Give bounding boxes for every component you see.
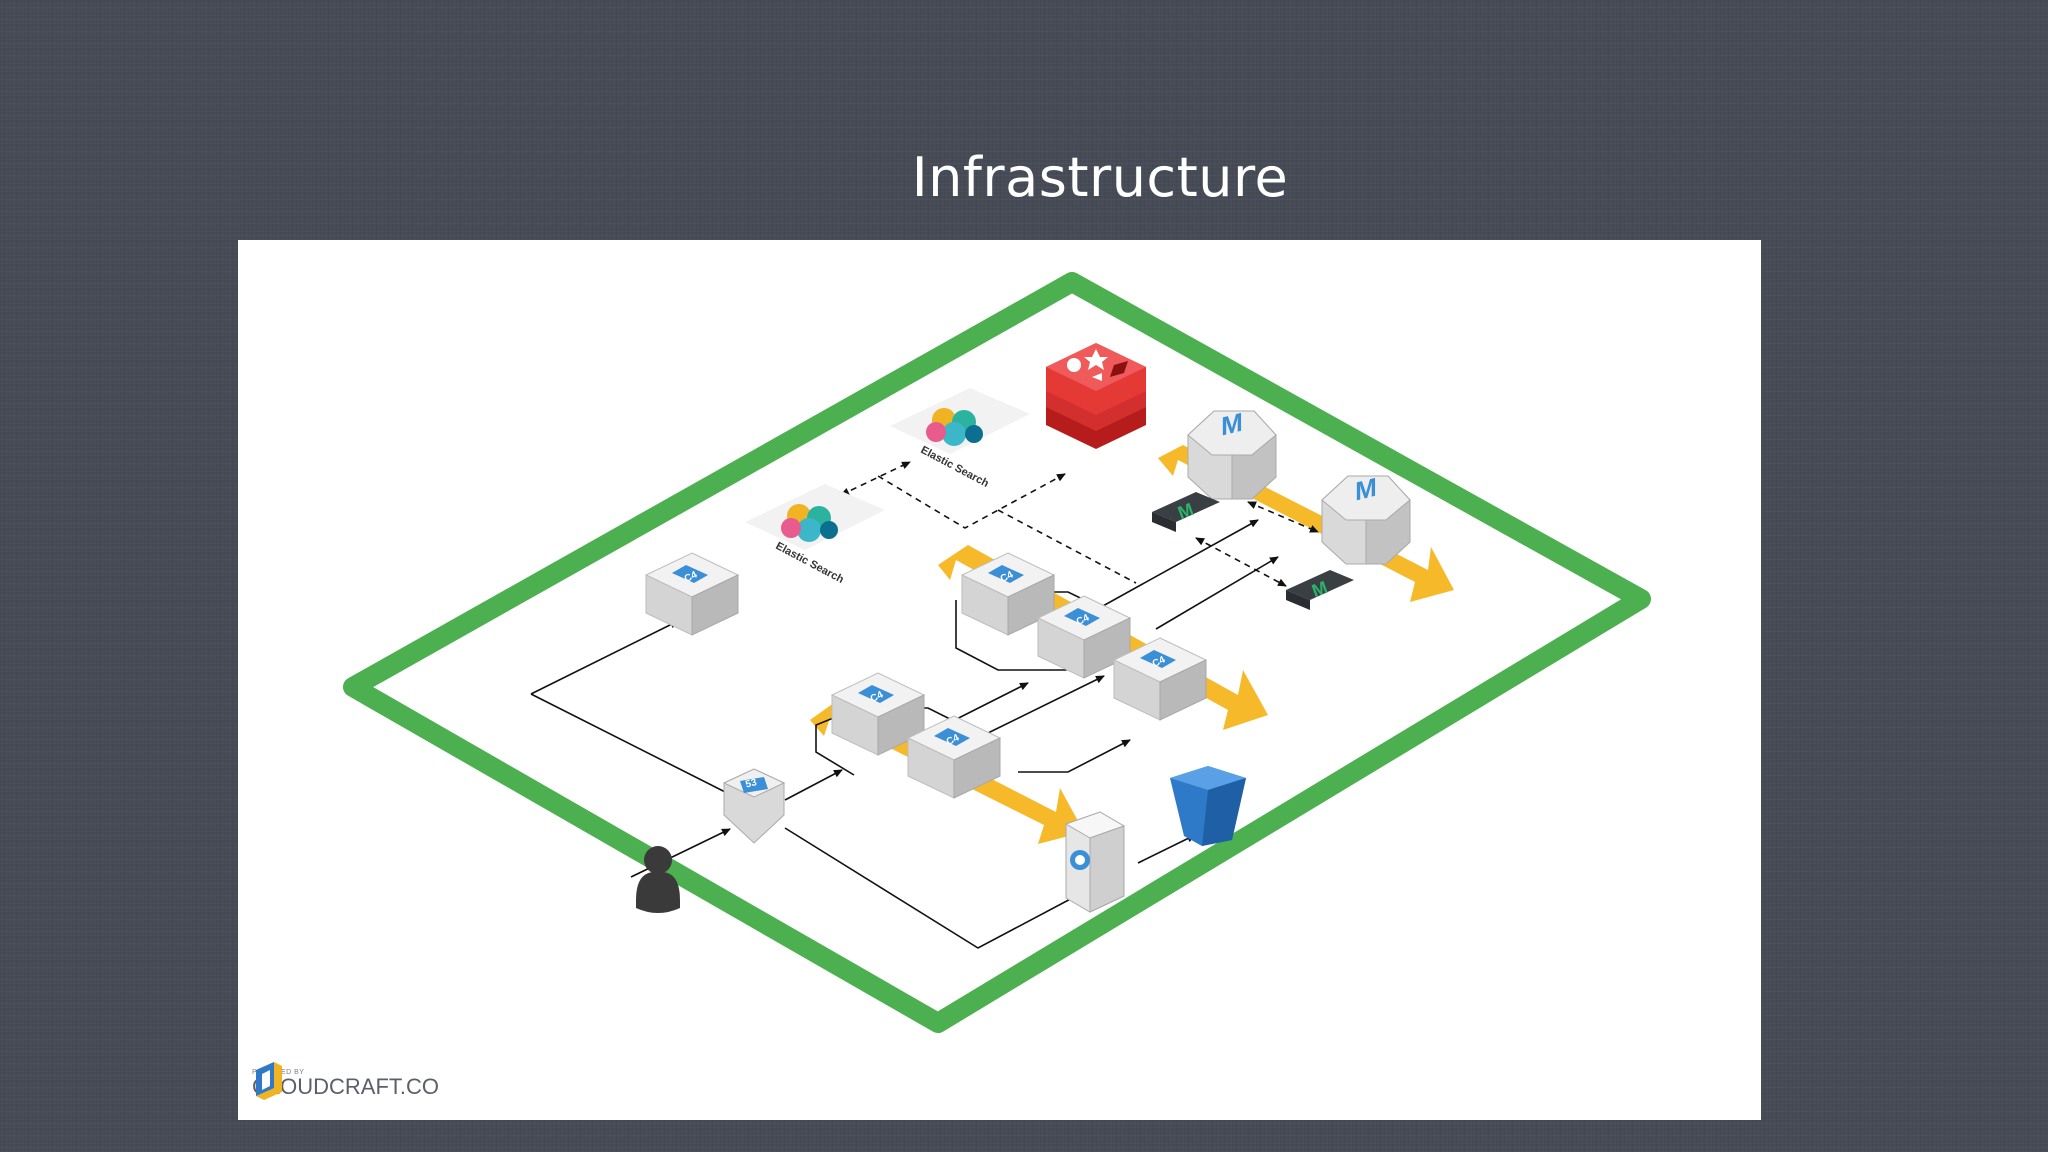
svg-text:M: M	[1221, 407, 1243, 442]
mongo-arbiter-1: M	[1152, 492, 1220, 532]
user-icon	[636, 846, 680, 913]
architecture-diagram: C4 C4 C4 C4 C4 C4 53	[238, 240, 1761, 1120]
cloudcraft-logo-icon	[256, 1062, 282, 1100]
compute-node-top-2: C4	[1037, 595, 1131, 679]
compute-node-mid-2: C4	[907, 715, 1001, 799]
compute-node-top-3: C4	[1113, 637, 1207, 721]
vpc-zone-border	[343, 272, 1651, 1033]
svg-text:C4: C4	[945, 732, 962, 748]
svg-text:C4: C4	[1151, 654, 1168, 670]
svg-text:C4: C4	[869, 689, 886, 705]
logo-name: CLOUDCRAFT.CO	[252, 1073, 440, 1099]
compute-node-standalone: C4	[645, 552, 739, 636]
svg-text:C4: C4	[683, 569, 700, 585]
svg-text:M: M	[1175, 499, 1196, 523]
svg-text:M: M	[1309, 577, 1330, 601]
compute-node-mid-1: C4	[831, 672, 925, 756]
slide-title: Infrastructure	[911, 146, 1289, 209]
cloudcraft-logo: POWERED BY CLOUDCRAFT.CO	[252, 1058, 439, 1108]
redis-cache-icon	[1046, 343, 1146, 449]
dashed-connections	[840, 461, 1319, 587]
diagram-canvas: C4 C4 C4 C4 C4 C4 53	[343, 272, 1651, 1033]
load-balancer-node	[1064, 811, 1126, 913]
svg-text:C4: C4	[999, 569, 1016, 585]
storage-bucket-icon	[1170, 766, 1246, 846]
svg-text:53: 53	[744, 777, 758, 790]
svg-text:C4: C4	[1075, 612, 1092, 628]
dns-route53-node: 53	[722, 768, 786, 844]
compute-node-top-1: C4	[961, 552, 1055, 636]
mongo-node-1: M	[1187, 407, 1277, 500]
svg-text:M: M	[1355, 472, 1377, 507]
mongo-node-2: M	[1321, 472, 1411, 565]
mongo-arbiter-2: M	[1286, 570, 1354, 610]
